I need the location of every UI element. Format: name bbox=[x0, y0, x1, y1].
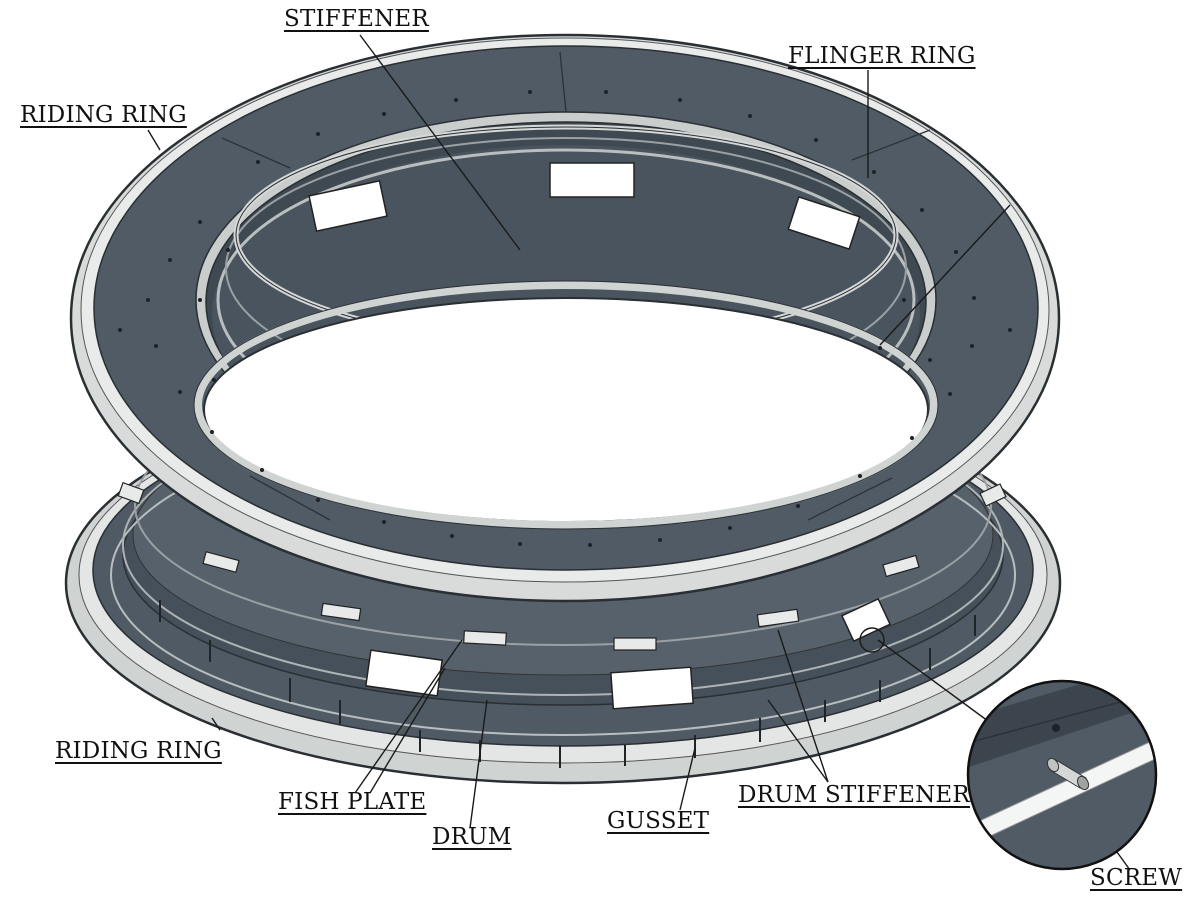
label-gusset: GUSSET bbox=[607, 808, 710, 834]
upper-ring-assembly bbox=[69, 33, 1061, 603]
inner-window-2 bbox=[308, 180, 388, 232]
screw bbox=[1046, 757, 1090, 791]
inner-window-3 bbox=[787, 195, 861, 251]
label-fish-plate: FISH PLATE bbox=[278, 789, 427, 815]
screw-detail-inset bbox=[966, 679, 1158, 871]
drum-window-2 bbox=[610, 666, 694, 710]
inner-window-1 bbox=[549, 162, 635, 198]
fish-plates bbox=[117, 481, 1007, 651]
leader-lines bbox=[147, 34, 1131, 871]
label-stiffener: STIFFENER bbox=[284, 6, 429, 32]
bolt-holes bbox=[118, 90, 1012, 547]
label-drum-stiffener: DRUM STIFFENER bbox=[738, 782, 970, 808]
label-screw: SCREW bbox=[1090, 865, 1183, 891]
label-drum: DRUM bbox=[432, 824, 512, 850]
label-riding-ring-top: RIDING RING bbox=[20, 102, 187, 128]
label-flinger-ring: FLINGER RING bbox=[788, 43, 976, 69]
label-riding-ring-bottom: RIDING RING bbox=[55, 738, 222, 764]
